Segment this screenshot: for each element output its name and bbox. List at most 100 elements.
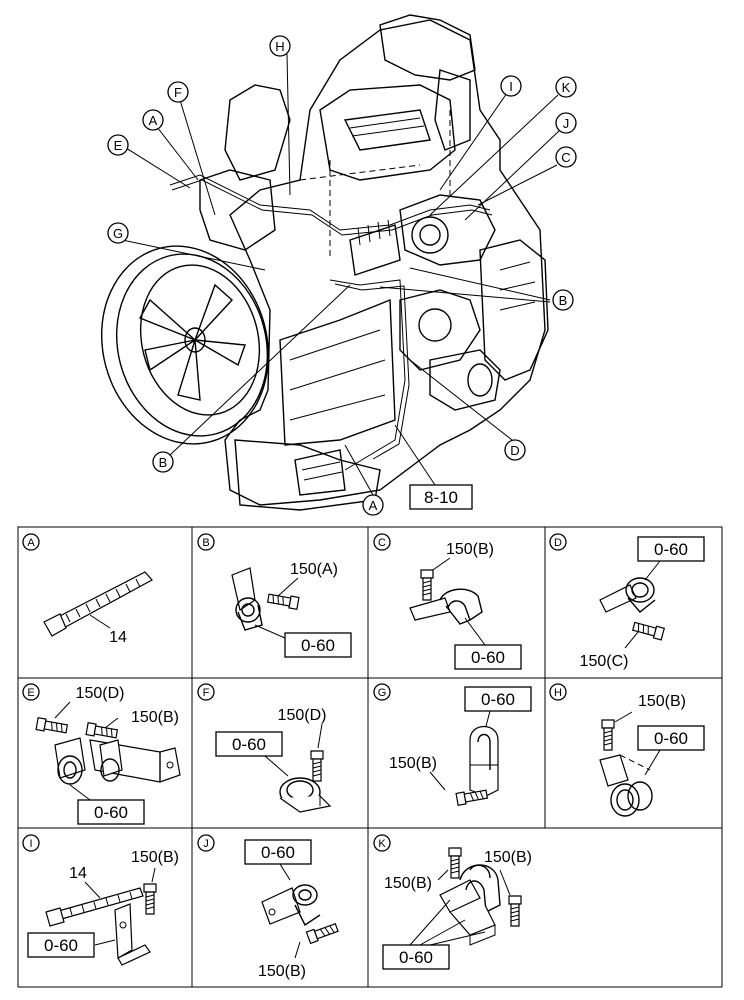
svg-text:150(B): 150(B) [258,963,306,980]
bolt-icon [266,591,300,610]
detail-grid [17,526,723,988]
bolt-icon [420,569,434,601]
svg-text:B: B [559,293,568,308]
svg-text:A: A [27,537,35,549]
svg-text:150(B): 150(B) [638,693,686,710]
detail-cell-i: I 14 150(B) 0-60 [22,834,179,966]
callout-f: F [167,81,189,103]
callout-c: C [555,146,577,168]
clip-icon [599,754,653,817]
svg-text:B: B [159,455,168,470]
svg-text:150(D): 150(D) [76,685,125,702]
svg-text:150(B): 150(B) [484,849,532,866]
svg-text:8-10: 8-10 [424,488,458,507]
svg-text:J: J [563,116,570,131]
callout-a-top: A [142,109,164,131]
bolt-icon [601,719,615,751]
callout-i: I [500,75,522,97]
callout-j: J [555,112,577,134]
bolt-icon [310,750,324,782]
svg-text:150(B): 150(B) [384,875,432,892]
svg-text:B: B [202,537,209,549]
svg-text:0-60: 0-60 [471,648,505,667]
svg-text:150(B): 150(B) [131,709,179,726]
clip-icon [409,588,483,625]
svg-text:H: H [275,39,284,54]
detail-cell-d: D 0-60 150(C) [549,533,705,670]
callout-d: D [504,439,526,461]
svg-text:D: D [510,443,519,458]
svg-text:E: E [27,687,34,699]
clip-icon [231,567,263,631]
callout-b-right: B [552,289,574,311]
svg-text:0-60: 0-60 [481,690,515,709]
svg-text:0-60: 0-60 [301,636,335,655]
clip-icon [469,725,499,797]
svg-text:0-60: 0-60 [261,843,295,862]
clip-icon [261,884,321,927]
svg-text:F: F [174,85,182,100]
detail-cell-j: J 0-60 150(B) [197,834,340,980]
svg-text:150(B): 150(B) [389,755,437,772]
svg-text:150(D): 150(D) [278,707,327,724]
clip-icon [599,577,656,613]
bolt-icon [305,921,340,944]
svg-text:150(B): 150(B) [446,541,494,558]
callout-h: H [269,35,291,57]
svg-text:A: A [149,113,158,128]
svg-text:0-60: 0-60 [44,936,78,955]
svg-text:150(A): 150(A) [290,561,338,578]
bolt-icon [85,722,119,741]
svg-text:150(B): 150(B) [131,849,179,866]
detail-cell-g: G 0-60 150(B) [373,683,532,806]
svg-text:K: K [378,838,386,850]
detail-cell-a: A 14 [22,533,153,646]
detail-cell-e: E 150(D) 150(B) 0-60 [22,683,181,825]
detail-cell-c: C 150(B) 0-60 [373,533,522,670]
svg-text:C: C [378,537,386,549]
svg-text:14: 14 [69,865,87,882]
svg-text:K: K [562,80,571,95]
callout-e: E [107,134,129,156]
callout-g: G [107,222,129,244]
bolt-icon [631,619,665,641]
svg-text:I: I [29,838,32,850]
svg-text:I: I [509,79,513,94]
svg-text:0-60: 0-60 [94,803,128,822]
svg-text:0-60: 0-60 [399,948,433,967]
cable-tie-icon [45,887,144,927]
clip-icon [439,864,501,946]
detail-cell-k: K 150(B) 150(B) 0-60 [373,834,532,970]
svg-text:H: H [554,687,562,699]
bolt-icon [448,847,462,879]
bracket-icon [54,737,181,785]
detail-cell-b: B 150(A) 0-60 [197,533,352,658]
svg-text:0-60: 0-60 [232,735,266,754]
cable-tie-icon [43,571,153,637]
bracket-icon [114,903,151,966]
clip-icon [279,777,332,813]
detail-cell-f: F 150(D) 0-60 [197,683,332,813]
bolt-icon [143,883,157,915]
svg-text:0-60: 0-60 [654,729,688,748]
engine-callouts: H F A E G I K J C B D B A 8-10 [107,35,577,516]
svg-text:0-60: 0-60 [654,540,688,559]
svg-text:150(C): 150(C) [580,653,629,670]
reference-box: 8-10 [409,484,473,510]
svg-text:A: A [369,498,378,513]
svg-text:J: J [203,838,209,850]
svg-text:G: G [113,226,123,241]
detail-cell-h: H 150(B) 0-60 [549,683,705,817]
engine-illustration [100,14,549,511]
svg-text:D: D [554,537,562,549]
svg-text:F: F [203,687,210,699]
bolt-icon [508,895,522,927]
leader-lines [121,53,561,496]
svg-text:G: G [378,687,387,699]
svg-text:14: 14 [109,629,127,646]
callout-b-left: B [152,451,174,473]
callout-a-bottom: A [362,494,384,516]
svg-text:C: C [561,150,570,165]
svg-text:E: E [114,138,123,153]
